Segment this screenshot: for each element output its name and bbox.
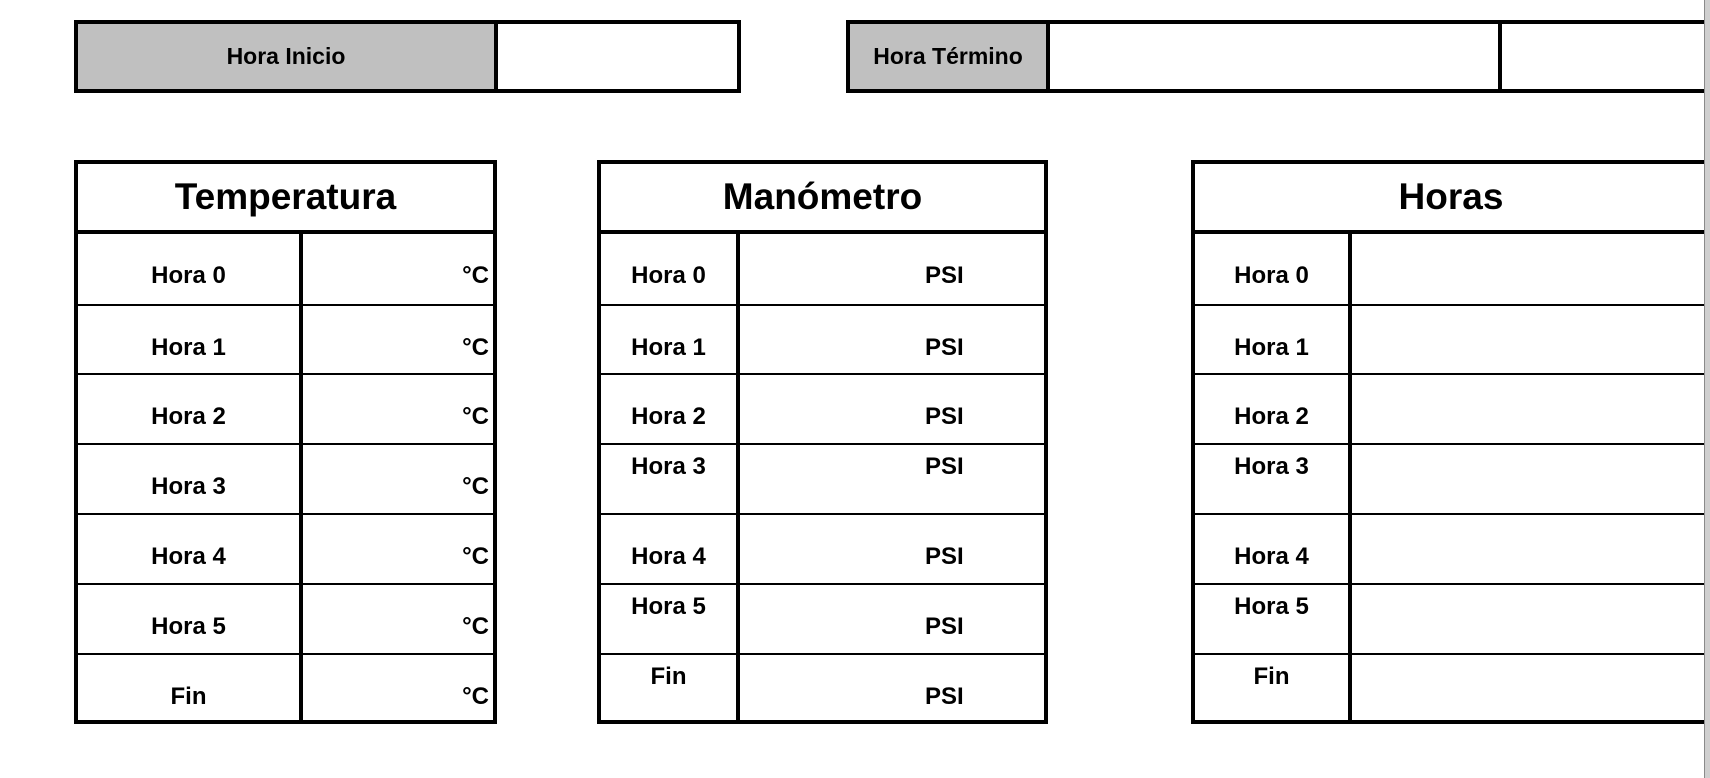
temperature-row: Hora 4 °C xyxy=(78,513,493,583)
hours-row: Hora 0 xyxy=(1195,234,1707,304)
pressure-row: Hora 0 PSI xyxy=(601,234,1044,304)
pressure-title: Manómetro xyxy=(601,164,1044,234)
end-time-extra-field[interactable] xyxy=(1502,24,1708,89)
pressure-row: Hora 4 PSI xyxy=(601,513,1044,583)
hours-row: Hora 4 xyxy=(1195,513,1707,583)
end-time-field[interactable] xyxy=(1050,24,1502,89)
pressure-unit-label: PSI xyxy=(925,334,964,361)
hours-row: Fin xyxy=(1195,653,1707,723)
pressure-column-divider xyxy=(736,234,740,720)
hours-value-field[interactable] xyxy=(1352,445,1707,513)
pressure-unit-label: PSI xyxy=(925,403,964,430)
hours-table: Horas Hora 0 Hora 1 Hora 2 Hora 3 Hora 4 Hora… xyxy=(1191,160,1710,724)
temperature-row-label: Hora 2 xyxy=(151,403,226,430)
pressure-value-field[interactable] xyxy=(740,585,1044,653)
start-time-label: Hora Inicio xyxy=(78,24,498,89)
start-time-block: Hora Inicio xyxy=(74,20,741,93)
pressure-value-field[interactable] xyxy=(740,306,1044,374)
pressure-value-field[interactable] xyxy=(740,655,1044,723)
pressure-row: Hora 1 PSI xyxy=(601,304,1044,374)
hours-value-field[interactable] xyxy=(1352,234,1707,304)
hours-column-divider xyxy=(1348,234,1352,720)
page-edge-scrollbar xyxy=(1704,0,1710,778)
temperature-unit-label: °C xyxy=(462,613,489,640)
temperature-row: Fin °C xyxy=(78,653,493,723)
pressure-row: Hora 2 PSI xyxy=(601,373,1044,443)
hours-row: Hora 2 xyxy=(1195,373,1707,443)
temperature-row: Hora 0 °C xyxy=(78,234,493,304)
hours-title: Horas xyxy=(1195,164,1707,234)
temperature-row: Hora 2 °C xyxy=(78,373,493,443)
pressure-unit-label: PSI xyxy=(925,262,964,289)
temperature-row-label: Fin xyxy=(170,683,207,710)
start-time-field[interactable] xyxy=(498,24,737,89)
pressure-row-label: Hora 3 xyxy=(631,453,706,480)
pressure-unit-label: PSI xyxy=(925,543,964,570)
hours-value-field[interactable] xyxy=(1352,585,1707,653)
temperature-row-label: Hora 0 xyxy=(151,262,226,289)
pressure-value-field[interactable] xyxy=(740,515,1044,583)
hours-row-label: Hora 5 xyxy=(1234,593,1309,620)
pressure-value-field[interactable] xyxy=(740,375,1044,443)
hours-row-label: Hora 0 xyxy=(1234,262,1309,289)
pressure-unit-label: PSI xyxy=(925,453,964,480)
pressure-row-label: Hora 2 xyxy=(631,403,706,430)
hours-value-field[interactable] xyxy=(1352,655,1707,723)
hours-row-label: Hora 3 xyxy=(1234,453,1309,480)
temperature-unit-label: °C xyxy=(462,473,489,500)
temperature-unit-label: °C xyxy=(462,543,489,570)
pressure-unit-label: PSI xyxy=(925,683,964,710)
hours-value-field[interactable] xyxy=(1352,515,1707,583)
temperature-row-label: Hora 1 xyxy=(151,334,226,361)
pressure-row: Hora 5 PSI xyxy=(601,583,1044,653)
temperature-row-label: Hora 3 xyxy=(151,473,226,500)
temperature-unit-label: °C xyxy=(462,683,489,710)
temperature-row: Hora 3 °C xyxy=(78,443,493,513)
temperature-row: Hora 5 °C xyxy=(78,583,493,653)
hours-value-field[interactable] xyxy=(1352,375,1707,443)
temperature-row: Hora 1 °C xyxy=(78,304,493,374)
pressure-row-label: Hora 1 xyxy=(631,334,706,361)
pressure-row-label: Fin xyxy=(650,663,687,690)
temperature-row-label: Hora 4 xyxy=(151,543,226,570)
temperature-row-label: Hora 5 xyxy=(151,613,226,640)
pressure-value-field[interactable] xyxy=(740,445,1044,513)
hours-row: Hora 1 xyxy=(1195,304,1707,374)
end-time-block: Hora Término xyxy=(846,20,1710,93)
hours-row-label: Hora 2 xyxy=(1234,403,1309,430)
pressure-row: Hora 3 PSI xyxy=(601,443,1044,513)
hours-value-field[interactable] xyxy=(1352,306,1707,374)
pressure-row-label: Hora 0 xyxy=(631,262,706,289)
hours-row-label: Hora 4 xyxy=(1234,543,1309,570)
temperature-unit-label: °C xyxy=(462,262,489,289)
temperature-unit-label: °C xyxy=(462,403,489,430)
hours-row: Hora 5 xyxy=(1195,583,1707,653)
end-time-label: Hora Término xyxy=(850,24,1050,89)
pressure-unit-label: PSI xyxy=(925,613,964,640)
temperature-column-divider xyxy=(299,234,303,720)
pressure-row-label: Hora 5 xyxy=(631,593,706,620)
pressure-value-field[interactable] xyxy=(740,234,1044,304)
hours-row-label: Fin xyxy=(1253,663,1290,690)
hours-row: Hora 3 xyxy=(1195,443,1707,513)
pressure-row-label: Hora 4 xyxy=(631,543,706,570)
hours-row-label: Hora 1 xyxy=(1234,334,1309,361)
temperature-unit-label: °C xyxy=(462,334,489,361)
temperature-title: Temperatura xyxy=(78,164,493,234)
